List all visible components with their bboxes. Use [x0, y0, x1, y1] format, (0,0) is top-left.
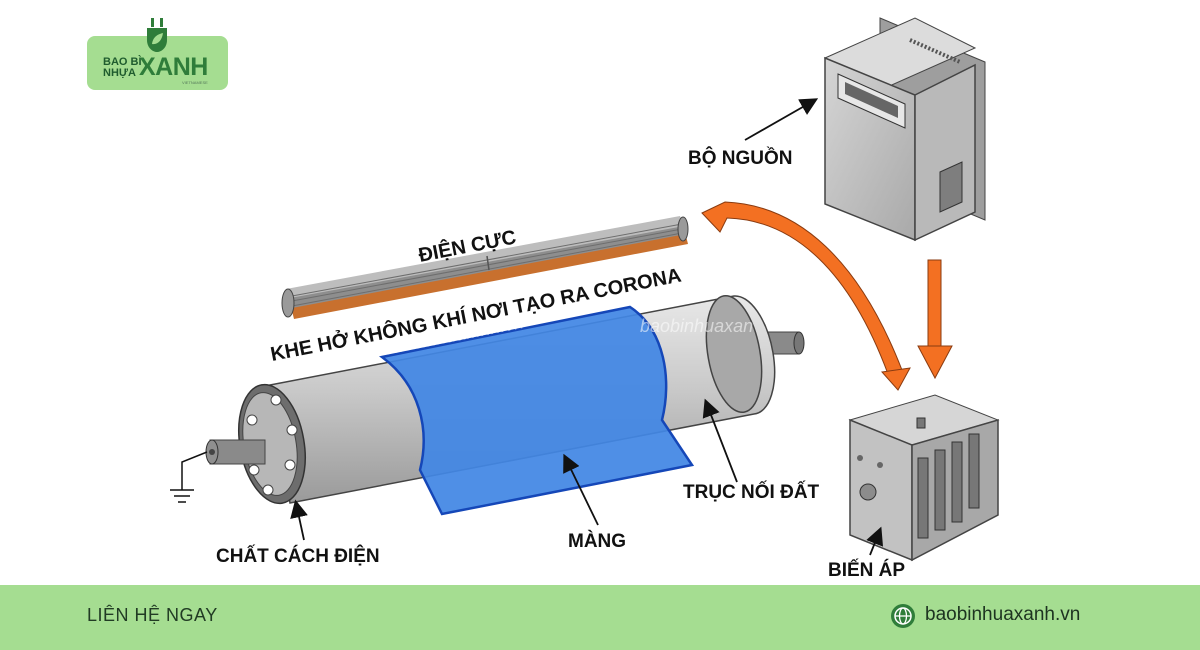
film-sheet: [378, 305, 695, 516]
logo-line2: NHỰA: [103, 67, 136, 79]
website-link[interactable]: baobinhuaxanh.vn: [925, 604, 1081, 625]
label-ground-roll: TRỤC NỐI ĐẤT: [683, 481, 820, 503]
corona-treatment-diagram: baobinhua...nh.vn baobinhuaxan ĐIỆN CỰC …: [170, 17, 1000, 581]
label-transformer: BIẾN ÁP: [828, 559, 905, 581]
power-supply-unit: [823, 17, 986, 242]
pointer-film: [563, 453, 599, 526]
label-insulator: CHẤT CÁCH ĐIỆN: [216, 545, 380, 567]
watermark-2: baobinhuaxan: [640, 316, 753, 336]
label-power-supply: BỘ NGUỒN: [688, 147, 793, 169]
label-film: MÀNG: [568, 530, 626, 552]
pointer-transformer: [866, 526, 884, 556]
pointer-insulator: [290, 499, 308, 541]
logo-highlight: XANH: [139, 53, 208, 81]
flow-arrows: [701, 201, 953, 391]
ground-symbol-icon: [170, 451, 208, 503]
transformer-unit: [848, 394, 1000, 562]
contact-link[interactable]: LIÊN HỆ NGAY: [87, 605, 218, 625]
brand-logo[interactable]: BAO BÌ NHỰA XANH VIETNAMESE: [87, 18, 228, 90]
pointer-power-supply: [744, 98, 819, 141]
globe-icon: [891, 604, 915, 628]
footer-bar: LIÊN HỆ NGAY baobinhuaxanh.vn: [0, 585, 1200, 650]
leaf-plug-icon: [147, 18, 167, 52]
logo-line1: BAO BÌ: [103, 56, 142, 68]
pointer-arrows: [290, 98, 884, 556]
pointer-ground-roll: [702, 398, 738, 483]
logo-tagline: VIETNAMESE: [182, 80, 208, 85]
diagram-canvas: baobinhua...nh.vn baobinhuaxan ĐIỆN CỰC …: [170, 17, 1000, 581]
electrode-bar: [281, 216, 689, 319]
